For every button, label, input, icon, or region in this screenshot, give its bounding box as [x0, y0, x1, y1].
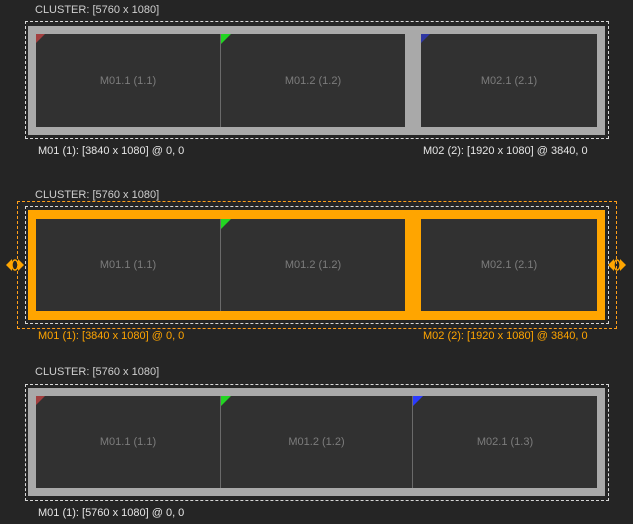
- segment-divider: [220, 396, 221, 488]
- red-corner-icon: [36, 396, 45, 405]
- monitor-m01-info: M01 (1): [5760 x 1080] @ 0, 0: [38, 507, 185, 519]
- segment-m01-2: M01.2 (1.2): [284, 259, 342, 271]
- segment-m02-1: M02.1 (2.1): [480, 259, 538, 271]
- left-resize-handle-icon[interactable]: [5, 255, 25, 275]
- cluster-3-label: CLUSTER: [5760 x 1080]: [35, 366, 160, 378]
- monitor-m02-screen[interactable]: M02.1 (2.1): [421, 219, 597, 311]
- segment-m01-2: M01.2 (1.2): [288, 436, 345, 448]
- cluster-1-bounds[interactable]: [25, 21, 609, 139]
- segment-divider: [220, 34, 221, 127]
- monitor-m01-screen[interactable]: M01.1 (1.1) M01.2 (1.2) M02.1 (1.3): [36, 396, 597, 488]
- segment-m01-1: M01.1 (1.1): [99, 436, 157, 448]
- green-corner-icon: [221, 34, 231, 44]
- monitor-m02-screen[interactable]: M02.1 (2.1): [421, 34, 597, 127]
- monitor-m02-info: M02 (2): [1920 x 1080] @ 3840, 0: [423, 330, 588, 342]
- segment-m02-1: M02.1 (2.1): [480, 74, 538, 87]
- monitor-m01-info: M01 (1): [3840 x 1080] @ 0, 0: [38, 330, 185, 342]
- segment-m01-1: M01.1 (1.1): [99, 74, 157, 87]
- segment-divider: [412, 396, 413, 488]
- blue-corner-icon: [421, 34, 430, 43]
- segment-m01-2: M01.2 (1.2): [284, 74, 342, 87]
- green-corner-icon: [221, 219, 231, 229]
- cluster-1-label: CLUSTER: [5760 x 1080]: [35, 4, 160, 16]
- green-corner-icon: [221, 396, 231, 406]
- cluster-3-bounds[interactable]: [25, 384, 609, 501]
- segment-m01-3: M02.1 (1.3): [476, 436, 534, 448]
- monitor-m02-info: M02 (2): [1920 x 1080] @ 3840, 0: [423, 145, 588, 157]
- cluster-2-label: CLUSTER: [5760 x 1080]: [35, 189, 160, 201]
- blue-corner-icon: [413, 396, 423, 406]
- monitor-m01-screen[interactable]: M01.1 (1.1) M01.2 (1.2): [36, 219, 405, 311]
- right-resize-handle-icon[interactable]: [607, 255, 627, 275]
- segment-m01-1: M01.1 (1.1): [99, 259, 157, 271]
- segment-divider: [220, 219, 221, 311]
- monitor-m01-screen[interactable]: M01.1 (1.1) M01.2 (1.2): [36, 34, 405, 127]
- red-corner-icon: [36, 34, 45, 43]
- monitor-m01-info: M01 (1): [3840 x 1080] @ 0, 0: [38, 145, 185, 157]
